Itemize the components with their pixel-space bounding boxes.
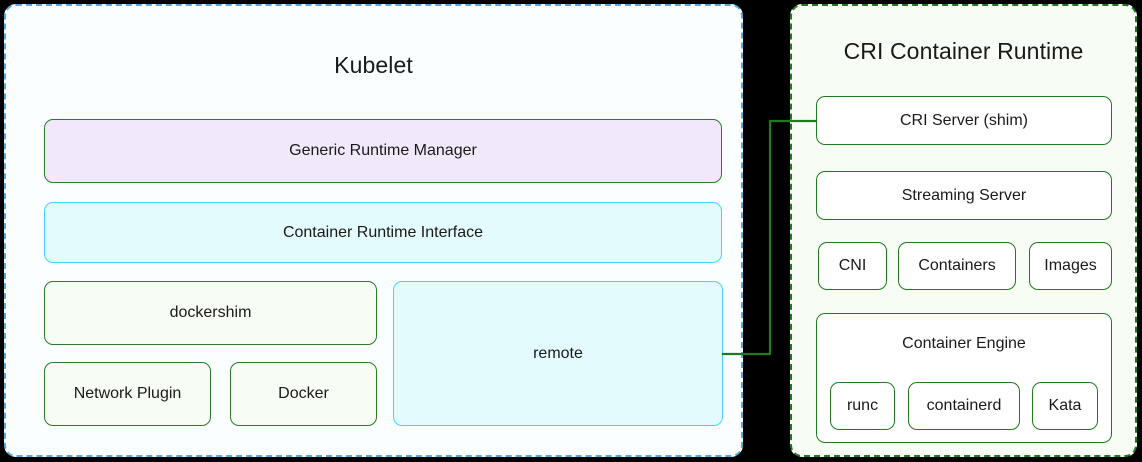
box-containers[interactable]: Containers bbox=[898, 242, 1016, 290]
box-runc[interactable]: runc bbox=[830, 382, 895, 430]
box-cni[interactable]: CNI bbox=[818, 242, 887, 290]
box-dockershim[interactable]: dockershim bbox=[44, 281, 377, 345]
panel-kubelet-title: Kubelet bbox=[334, 52, 413, 78]
box-generic-runtime-manager[interactable]: Generic Runtime Manager bbox=[44, 119, 722, 183]
box-containerd[interactable]: containerd bbox=[908, 382, 1020, 430]
panel-cri-title: CRI Container Runtime bbox=[843, 38, 1084, 64]
box-container-runtime-interface[interactable]: Container Runtime Interface bbox=[44, 202, 722, 263]
box-images[interactable]: Images bbox=[1029, 242, 1112, 290]
box-cri-server-shim[interactable]: CRI Server (shim) bbox=[816, 96, 1112, 145]
box-docker[interactable]: Docker bbox=[230, 362, 377, 426]
box-remote[interactable]: remote bbox=[393, 281, 723, 426]
box-kata[interactable]: Kata bbox=[1032, 382, 1098, 430]
box-network-plugin[interactable]: Network Plugin bbox=[44, 362, 211, 426]
box-container-engine-label: Container Engine bbox=[902, 335, 1026, 352]
box-streaming-server[interactable]: Streaming Server bbox=[816, 171, 1112, 220]
